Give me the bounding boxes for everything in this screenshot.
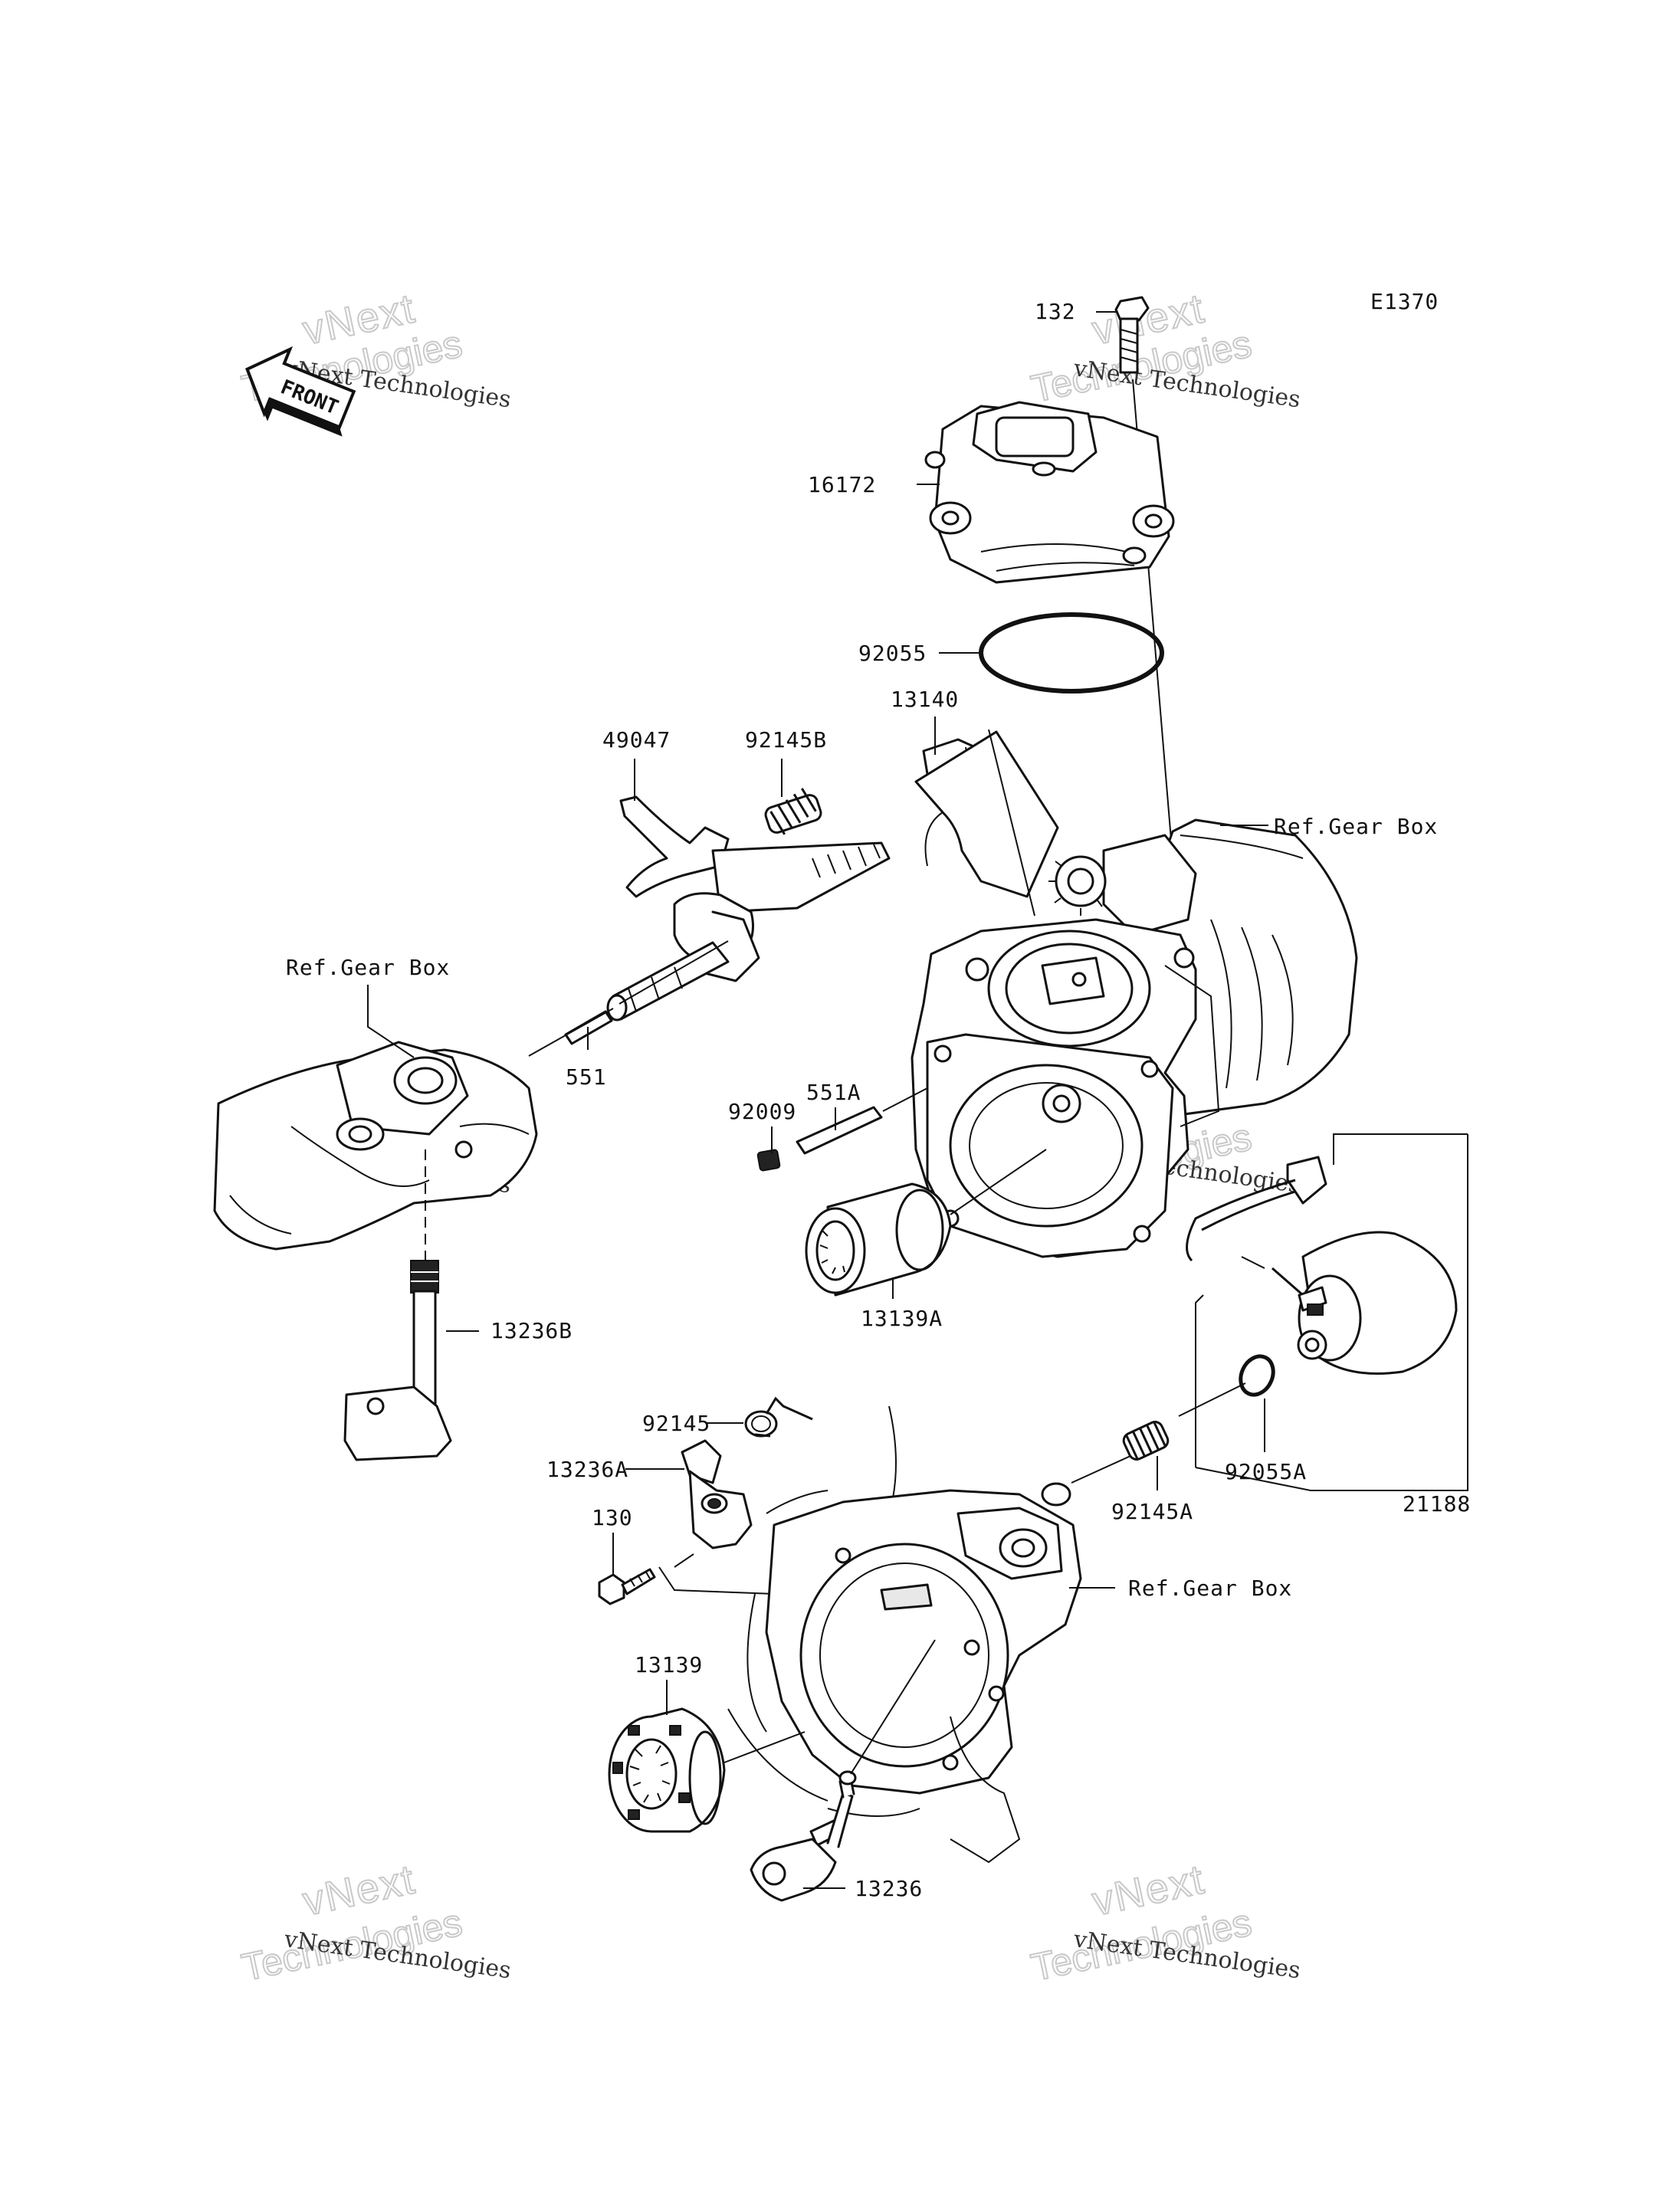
spring-92145B	[764, 788, 822, 835]
gear-box-upper	[911, 818, 1358, 1258]
assembly-line-spring	[1071, 1455, 1131, 1484]
label-551: 551	[566, 1064, 607, 1090]
assembly-line-lever	[674, 1553, 694, 1568]
label-13139A: 13139A	[861, 1306, 943, 1331]
label-92145A: 92145A	[1111, 1499, 1193, 1524]
label-13236B: 13236B	[491, 1318, 573, 1343]
bolt-130	[598, 1568, 656, 1605]
spring-92145A	[1122, 1421, 1170, 1461]
gear-box-left	[213, 1041, 538, 1251]
label-92055A: 92055A	[1225, 1459, 1307, 1484]
label-132: 132	[1035, 299, 1076, 324]
bracket-21188-left	[1195, 1294, 1204, 1467]
gear-hub-13139	[608, 1707, 726, 1833]
label-13139: 13139	[635, 1652, 703, 1677]
assembly-line-hub	[724, 1731, 806, 1763]
actuator-cover-16172	[924, 401, 1175, 584]
label-ref-gear-box-left: Ref.Gear Box	[286, 955, 450, 980]
label-130: 130	[592, 1505, 633, 1530]
callout-leaders	[367, 311, 1268, 1889]
front-arrow-icon: FRONT	[244, 346, 356, 437]
watermark-bottom-left: vNext Technologies vNext Technologies	[238, 1855, 513, 1989]
lever-13236A	[681, 1439, 753, 1549]
spring-92145	[744, 1396, 813, 1438]
shaft-13236	[750, 1770, 857, 1902]
label-551A: 551A	[806, 1080, 861, 1105]
label-ref-gear-box-lower: Ref.Gear Box	[1128, 1576, 1292, 1601]
actuator-motor-21188	[1186, 1156, 1458, 1375]
label-13236A: 13236A	[546, 1457, 628, 1482]
shift-rod-assembly	[606, 788, 891, 1021]
bracket-21188-top	[1333, 1133, 1468, 1165]
o-ring-92055A	[1239, 1354, 1275, 1397]
assembly-line-rod	[619, 940, 729, 1005]
nut-92009	[756, 1149, 781, 1172]
label-92145B: 92145B	[745, 727, 827, 753]
label-92009: 92009	[728, 1099, 796, 1124]
pin-551A	[796, 1106, 883, 1155]
callout-labels: E1370 132 16172 92055 13140 Ref.Gear Box…	[286, 289, 1471, 1901]
label-13140: 13140	[891, 687, 959, 712]
assembly-line-pin-551	[528, 1008, 614, 1057]
sleeve-13139A	[805, 1182, 952, 1297]
shift-fork-13140	[914, 730, 1059, 898]
assembly-line-shaft-13236	[850, 1639, 936, 1775]
o-ring-92055	[979, 612, 1164, 694]
shaft-13236B	[343, 1260, 452, 1461]
bolt-132	[1114, 296, 1150, 374]
assembly-line-o-ring	[1178, 1382, 1246, 1417]
label-13236: 13236	[855, 1876, 923, 1901]
label-49047: 49047	[602, 727, 671, 753]
gear-box-lower	[727, 1405, 1082, 1864]
label-ref-gear-box-upper: Ref.Gear Box	[1274, 814, 1438, 839]
label-21188: 21188	[1403, 1491, 1471, 1517]
assembly-line-pin-551A	[882, 1087, 928, 1112]
diagram-code: E1370	[1370, 289, 1439, 314]
label-92145: 92145	[642, 1411, 710, 1436]
label-16172: 16172	[808, 472, 876, 497]
watermark-bottom-right: vNext Technologies vNext Technologies	[1027, 1855, 1302, 1989]
shift-fork-49047	[619, 795, 730, 898]
bracket-21188	[1195, 1134, 1468, 1491]
label-92055: 92055	[858, 641, 927, 666]
assembly-line-sleeve	[950, 1149, 1047, 1215]
